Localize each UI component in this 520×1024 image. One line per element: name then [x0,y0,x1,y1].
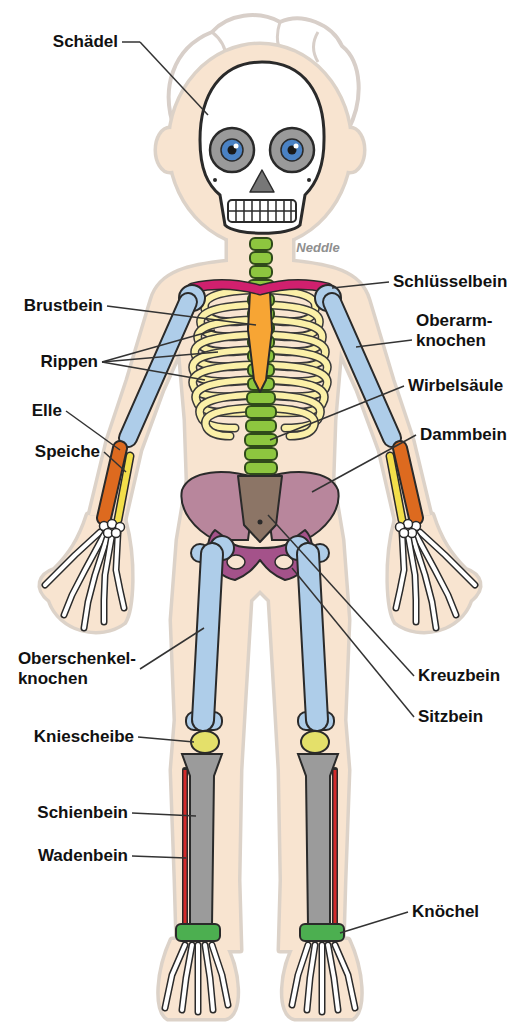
leader-line [140,628,204,669]
watermark: Neddle [296,240,339,255]
leader-line [132,856,186,858]
sternum [248,292,272,392]
leader-line [356,340,412,347]
bone-label: Schädel [53,32,118,52]
leader-line [340,912,408,933]
bone-label: Dammbein [420,425,507,445]
leader-line [132,813,196,816]
skull [200,62,324,233]
leader-line [312,435,416,492]
bone-label: Schlüsselbein [393,272,507,292]
bone-label: Knöchel [412,902,479,922]
leader-line [332,282,389,288]
leader-line [292,568,414,717]
body-fill [41,45,479,1018]
leader-line [270,386,404,440]
bone-label: Wadenbein [38,846,128,866]
bone-label: Elle [32,401,62,421]
bone-label: Kniescheibe [34,727,134,747]
leader-lines [66,42,416,933]
leader-line [102,362,205,380]
leader-line [102,352,218,362]
bone-label: Brustbein [24,296,103,316]
bone-label: Schienbein [37,803,128,823]
bone-label: Kreuzbein [418,666,500,686]
bone-label: Oberarm- knochen [416,311,493,351]
collarbone [192,284,328,290]
bone-label: Oberschenkel- knochen [18,649,136,689]
bone-label: Wirbelsäule [408,376,503,396]
bone-label: Rippen [40,352,98,372]
leader-line [122,41,140,43]
body-outline [41,45,479,1018]
bone-label: Speiche [35,442,100,462]
leader-line [268,515,414,676]
ribs [193,290,328,436]
leader-line [138,737,194,742]
leader-line [104,452,126,472]
leader-line [140,42,208,115]
leader-line [107,306,256,325]
bone-label: Sitzbein [418,707,483,727]
